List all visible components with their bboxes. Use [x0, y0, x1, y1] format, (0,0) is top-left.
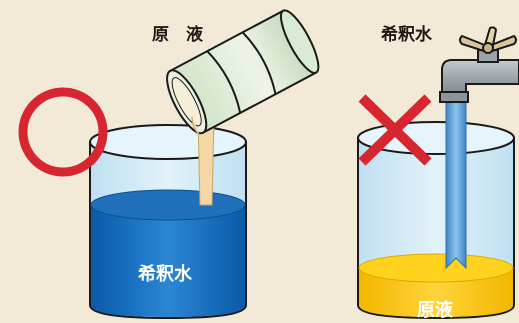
- label-stock-solution-top: 原 液: [152, 25, 203, 45]
- label-stock-solution-beaker: 原液: [417, 300, 453, 321]
- cross-mark: [358, 94, 432, 166]
- left-beaker: [89, 124, 247, 320]
- right-beaker: [357, 121, 515, 320]
- circle-mark: [18, 87, 108, 177]
- label-dilution-water-top: 希釈水: [381, 25, 432, 45]
- faucet: [439, 26, 519, 103]
- stock-solution-can: [166, 9, 320, 135]
- water-stream: [445, 97, 467, 270]
- label-dilution-water-beaker: 希釈水: [138, 264, 192, 285]
